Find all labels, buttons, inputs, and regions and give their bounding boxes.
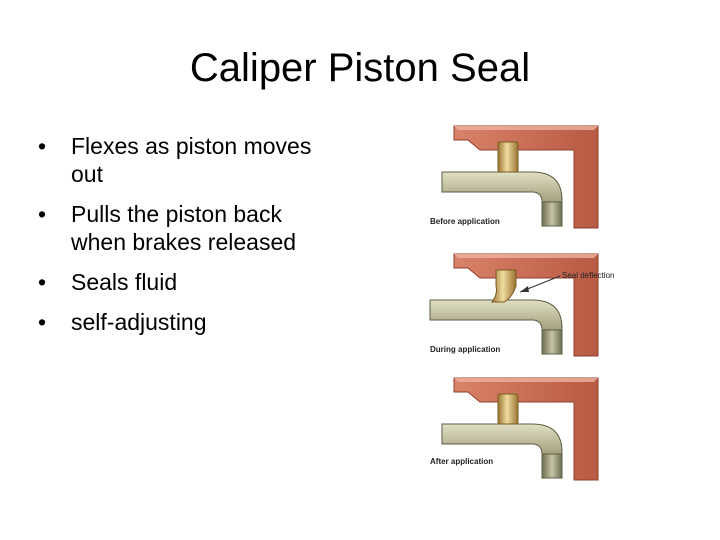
piston-wall: [541, 329, 563, 355]
caliper-housing: [453, 125, 599, 229]
caliper-housing: [453, 253, 599, 357]
callout-label: Seal deflection: [562, 271, 614, 280]
panel-caption: After application: [430, 457, 493, 466]
piston-wall: [541, 453, 563, 479]
bullet-text: self-adjusting: [71, 309, 207, 335]
piston-seal: [497, 393, 519, 425]
seal-panel: After application: [430, 377, 599, 481]
panel-caption: Before application: [430, 217, 500, 226]
piston-seal: [497, 141, 519, 173]
caliper-bevel: [454, 378, 598, 382]
bullet-list: Flexes as piston moves out Pulls the pis…: [38, 132, 368, 348]
bullet-text: Seals fluid: [71, 269, 178, 295]
bullet-item: self-adjusting: [38, 308, 368, 336]
slide-title: Caliper Piston Seal: [189, 46, 531, 90]
bullet-text: Pulls the piston back when brakes releas…: [71, 201, 297, 255]
caliper-bevel: [454, 126, 598, 130]
bullet-item: Seals fluid: [38, 268, 368, 296]
bullet-text: Flexes as piston moves out: [71, 133, 312, 187]
caliper-housing: [453, 377, 599, 481]
seal-panel: Before application: [430, 125, 599, 229]
seal-panel: During application Seal deflection: [429, 253, 614, 357]
bullet-item: Pulls the piston back when brakes releas…: [38, 200, 368, 256]
panel-caption: During application: [430, 345, 500, 354]
piston-wall: [541, 201, 563, 227]
caliper-bevel: [454, 254, 598, 258]
callout-arrowhead: [520, 286, 529, 292]
bullet-item: Flexes as piston moves out: [38, 132, 368, 188]
piston-seal: [491, 269, 517, 303]
